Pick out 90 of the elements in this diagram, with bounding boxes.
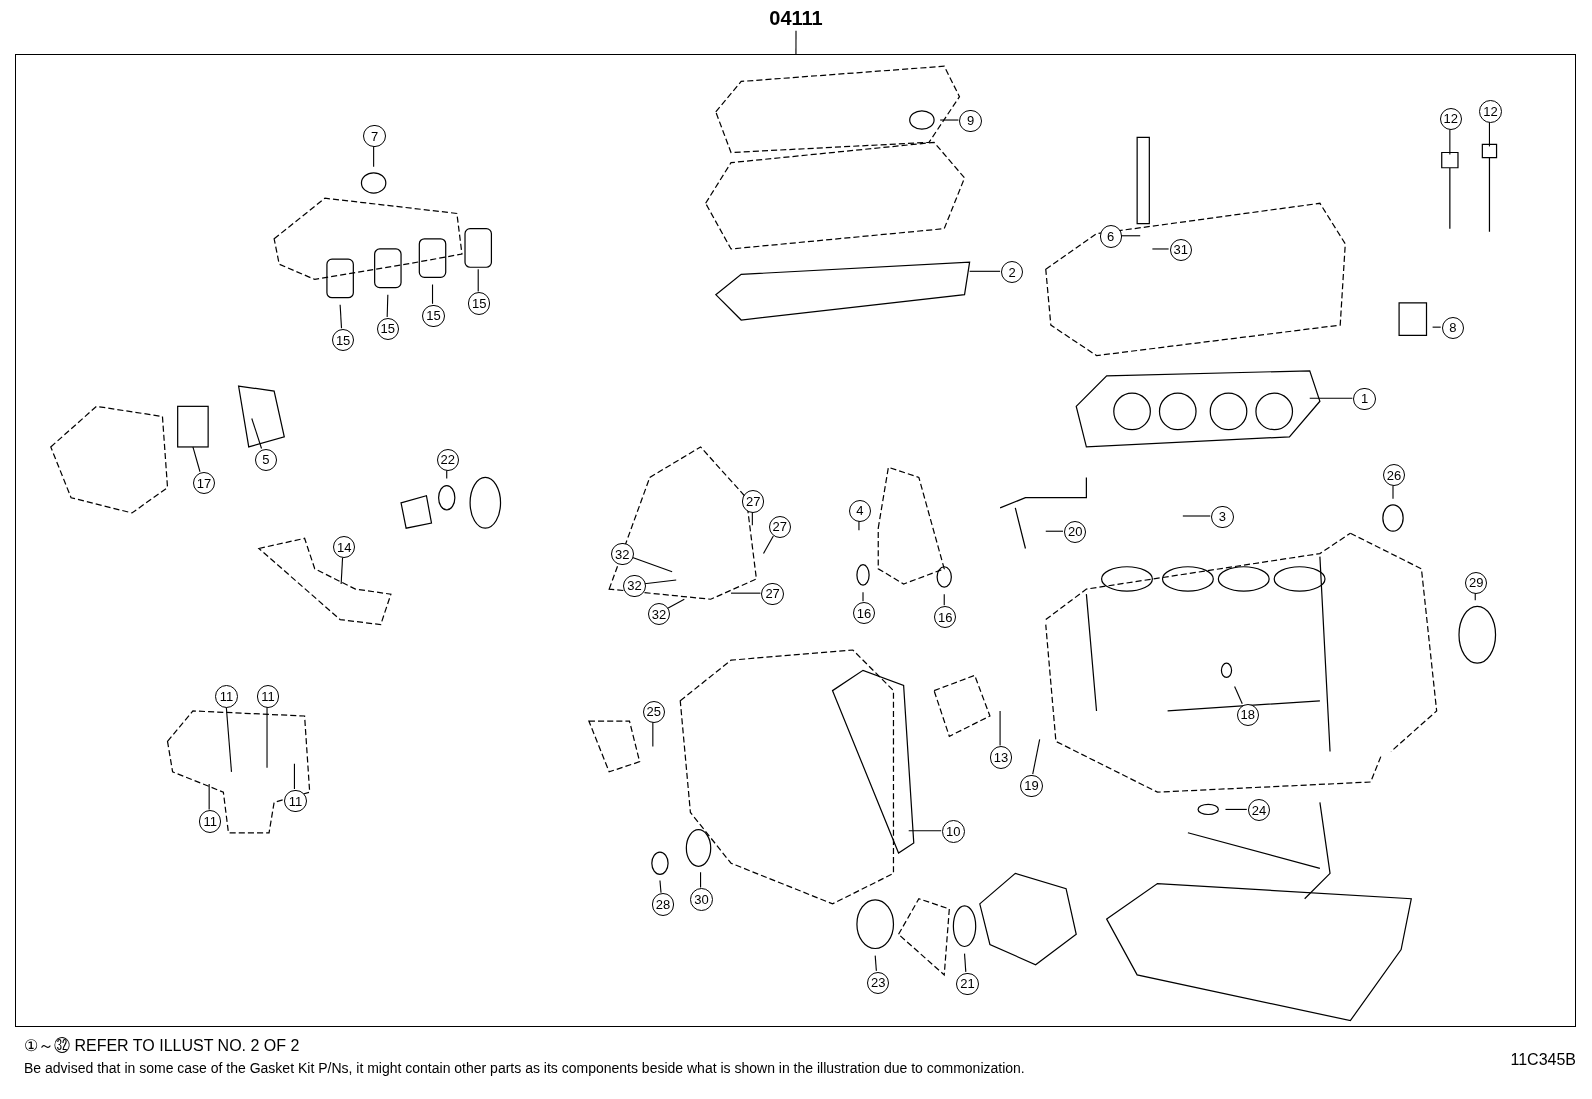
leader-line: [339, 304, 343, 329]
callout-number: 4: [848, 499, 872, 522]
callout-number: 8: [1441, 316, 1465, 340]
leader-line: [700, 871, 702, 889]
callout-number: 3: [1211, 505, 1234, 528]
leader-line: [667, 598, 685, 609]
leader-line: [964, 953, 967, 973]
leader-line: [192, 446, 201, 473]
leader-line: [1224, 808, 1248, 810]
leader-line: [1488, 121, 1490, 147]
callout-number: 27: [768, 515, 791, 539]
callout-number: 11: [256, 685, 280, 708]
leader-line: [999, 710, 1001, 746]
callout-number: 11: [215, 685, 238, 708]
leader-line: [1120, 235, 1141, 237]
advisory-note: Be advised that in some case of the Gasket Kit P/Ns, it might contain other parts as its components beside what is shown in the illustration due to commonization.: [24, 1059, 1025, 1078]
leader-line: [969, 270, 1001, 272]
callout-number: 31: [1169, 238, 1192, 261]
leader-line: [1392, 485, 1394, 500]
callout-number: 22: [436, 448, 459, 472]
callout-number: 1: [1353, 387, 1376, 411]
leader-line: [659, 879, 662, 894]
leader-line: [1474, 592, 1476, 601]
leader-line: [208, 783, 210, 810]
leader-line: [1432, 326, 1442, 328]
callout-number: 6: [1099, 225, 1122, 248]
leader-line: [431, 283, 434, 305]
callout-number: 13: [989, 746, 1013, 769]
callout-number: 25: [642, 700, 665, 723]
callout-number: 24: [1247, 799, 1271, 822]
callout-number: 29: [1465, 571, 1488, 594]
callout-number: 9: [959, 109, 982, 132]
callout-number: 20: [1064, 520, 1087, 544]
callout-number: 15: [331, 328, 355, 352]
callout-number: 16: [852, 602, 876, 625]
leader-line: [251, 417, 263, 450]
callout-number: 19: [1020, 774, 1043, 797]
leader-line: [293, 763, 295, 790]
leader-line: [340, 557, 344, 585]
callout-number: 30: [690, 888, 713, 911]
callout-number: 14: [333, 536, 356, 559]
callout-number: 15: [422, 304, 445, 327]
callout-number: 18: [1236, 703, 1259, 726]
leader-line: [1449, 128, 1451, 156]
callout-number: 12: [1439, 107, 1462, 130]
leader-line: [1309, 397, 1353, 399]
illustration-code: 11C345B: [1510, 1050, 1576, 1070]
callout-number: 23: [867, 971, 890, 994]
callout-number: 2: [1001, 260, 1024, 284]
reference-note: ①～㉜ REFER TO ILLUST NO. 2 OF 2: [24, 1036, 300, 1056]
callout-number: 32: [647, 603, 671, 626]
callout-number: 27: [761, 582, 784, 606]
leader-line: [943, 593, 945, 606]
leader-line: [1182, 515, 1211, 517]
callout-number: 15: [468, 292, 491, 315]
leader-line: [652, 721, 654, 748]
callout-number: 28: [651, 893, 675, 916]
callout-number: 16: [934, 606, 957, 629]
leader-line: [795, 30, 797, 55]
leader-line: [908, 830, 942, 832]
leader-line: [266, 706, 268, 769]
callout-number: 17: [192, 472, 216, 495]
part-number-title: 04111: [766, 6, 826, 31]
leader-line: [386, 294, 389, 318]
leader-line: [1032, 738, 1041, 775]
callout-number: 10: [942, 820, 965, 843]
callout-number: 15: [376, 317, 399, 341]
callout-number: 11: [198, 810, 222, 833]
leader-line: [477, 268, 479, 293]
callout-number: 26: [1382, 463, 1406, 487]
leader-line: [939, 119, 959, 121]
callout-number: 32: [623, 574, 646, 597]
leader-line: [730, 592, 761, 594]
callout-number: 32: [611, 543, 634, 566]
leader-line: [225, 706, 233, 773]
callout-number: 5: [254, 448, 278, 472]
leader-line: [1151, 248, 1170, 250]
callout-number: 7: [363, 124, 386, 148]
leader-line: [762, 535, 774, 555]
leader-line: [862, 591, 864, 602]
callout-number: 12: [1479, 100, 1502, 123]
leader-line: [858, 520, 860, 531]
leader-line: [644, 579, 677, 585]
callout-number: 27: [742, 490, 765, 513]
leader-line: [1045, 530, 1064, 532]
leader-line: [874, 955, 877, 972]
callout-number: 21: [956, 972, 979, 995]
leader-line: [373, 145, 375, 168]
leader-line: [1234, 686, 1243, 705]
callout-number: 11: [284, 789, 307, 813]
